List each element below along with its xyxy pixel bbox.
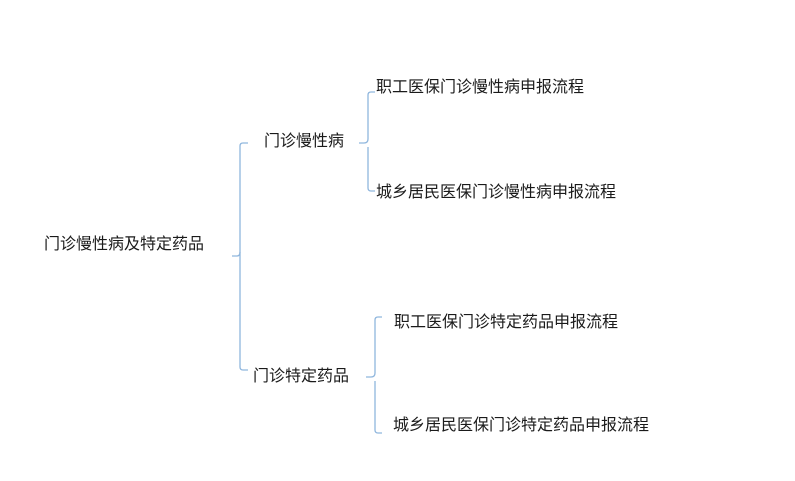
leaf-node-resident-chronic-process[interactable]: 城乡居民医保门诊慢性病申报流程 [376, 182, 617, 201]
connector-root-bracket-lower [239, 252, 248, 371]
connector-branch1-bracket [359, 91, 375, 144]
connector-root-bracket [232, 142, 248, 257]
leaf-node-employee-drug-process[interactable]: 职工医保门诊特定药品申报流程 [394, 312, 619, 331]
leaf-node-resident-drug-process[interactable]: 城乡居民医保门诊特定药品申报流程 [393, 415, 650, 434]
branch-node-chronic-disease[interactable]: 门诊慢性病 [264, 131, 345, 150]
root-node[interactable]: 门诊慢性病及特定药品 [44, 234, 205, 253]
connector-branch2-bracket [366, 316, 382, 378]
leaf-node-employee-chronic-process[interactable]: 职工医保门诊慢性病申报流程 [376, 77, 585, 96]
branch-node-special-drugs[interactable]: 门诊特定药品 [253, 366, 350, 385]
connector-branch2-bracket-lower [374, 381, 382, 434]
connector-branch1-bracket-lower [367, 147, 375, 192]
